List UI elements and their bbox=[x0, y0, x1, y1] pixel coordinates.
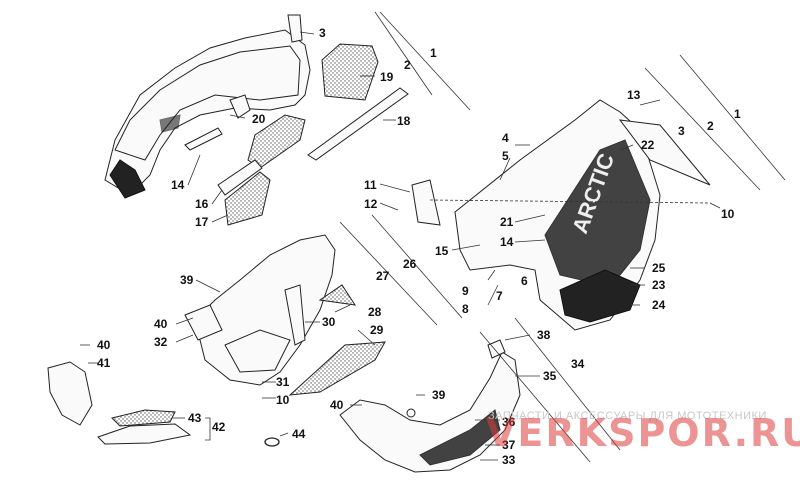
hood-assembly bbox=[104, 14, 311, 199]
callout-2: 2 bbox=[707, 119, 714, 133]
callout-33: 33 bbox=[502, 453, 516, 467]
part-29 bbox=[288, 341, 386, 396]
part-43a bbox=[111, 409, 176, 427]
callout-28: 28 bbox=[368, 305, 382, 319]
callout-11: 11 bbox=[364, 178, 377, 192]
callout-40: 40 bbox=[97, 338, 111, 352]
callout-35: 35 bbox=[543, 369, 557, 383]
callout-31: 31 bbox=[276, 375, 290, 389]
callout-37: 37 bbox=[502, 438, 516, 452]
callout-3: 3 bbox=[319, 26, 326, 40]
callout-18: 18 bbox=[397, 114, 411, 128]
bellypan-assembly bbox=[184, 234, 336, 386]
callout-9: 9 bbox=[462, 284, 469, 298]
callout-32: 32 bbox=[154, 335, 168, 349]
callout-39: 39 bbox=[432, 388, 446, 402]
callout-13: 13 bbox=[627, 88, 641, 102]
callout-21: 21 bbox=[500, 215, 514, 229]
callout-5: 5 bbox=[502, 149, 509, 163]
watermark: ЗАПЧАСТИ И АКСЕССУАРЫ ДЛЯ МОТОТЕХНИКИ VE… bbox=[486, 410, 800, 455]
callout-labels: 3 1 2 19 18 20 14 16 17 13 1 2 3 4 5 22 … bbox=[97, 26, 741, 467]
callout-8: 8 bbox=[462, 302, 469, 316]
callout-4: 4 bbox=[502, 131, 509, 145]
callout-26: 26 bbox=[403, 257, 417, 271]
part-28 bbox=[318, 284, 357, 306]
callout-38: 38 bbox=[537, 328, 551, 342]
callout-22: 22 bbox=[641, 138, 655, 152]
callout-40: 40 bbox=[154, 317, 168, 331]
watermark-tagline: ЗАПЧАСТИ И АКСЕССУАРЫ ДЛЯ МОТОТЕХНИКИ bbox=[488, 410, 767, 422]
callout-34: 34 bbox=[571, 357, 585, 371]
callout-24: 24 bbox=[652, 298, 666, 312]
callout-10: 10 bbox=[276, 393, 290, 407]
part-19 bbox=[321, 43, 379, 101]
callout-14: 14 bbox=[500, 235, 514, 249]
callout-39: 39 bbox=[180, 273, 194, 287]
callout-1: 1 bbox=[430, 46, 437, 60]
callout-16: 16 bbox=[195, 197, 209, 211]
part-41 bbox=[47, 361, 93, 426]
part-44-ring bbox=[264, 437, 280, 447]
callout-6: 6 bbox=[521, 274, 528, 288]
callout-29: 29 bbox=[370, 323, 384, 337]
part-39-rivet bbox=[406, 408, 416, 418]
part-18 bbox=[307, 87, 409, 161]
callout-10: 10 bbox=[721, 207, 735, 221]
part-16 bbox=[217, 159, 263, 196]
part-14a bbox=[184, 127, 223, 151]
callout-14: 14 bbox=[171, 178, 185, 192]
callout-23: 23 bbox=[652, 278, 666, 292]
part-17 bbox=[224, 171, 271, 226]
callout-20: 20 bbox=[252, 112, 266, 126]
callout-43: 43 bbox=[188, 411, 202, 425]
callout-44: 44 bbox=[292, 427, 306, 441]
callout-25: 25 bbox=[652, 261, 666, 275]
nose-assembly bbox=[339, 339, 521, 473]
callout-19: 19 bbox=[380, 70, 394, 84]
callout-15: 15 bbox=[435, 244, 449, 258]
watermark-brand: VERKSPOR.RU bbox=[486, 411, 800, 455]
callout-27: 27 bbox=[376, 269, 390, 283]
callout-3: 3 bbox=[678, 124, 685, 138]
callout-7: 7 bbox=[496, 289, 503, 303]
callout-41: 41 bbox=[97, 356, 111, 370]
callout-17: 17 bbox=[195, 215, 209, 229]
callout-2: 2 bbox=[404, 58, 411, 72]
callout-1: 1 bbox=[734, 107, 741, 121]
part-43b bbox=[97, 423, 192, 445]
side-panel-assembly bbox=[411, 99, 711, 331]
callout-30: 30 bbox=[322, 315, 336, 329]
callout-12: 12 bbox=[364, 197, 378, 211]
leader-lines bbox=[80, 11, 786, 463]
callout-42: 42 bbox=[212, 420, 226, 434]
part-20 bbox=[247, 114, 306, 169]
callout-36: 36 bbox=[502, 415, 516, 429]
callout-40: 40 bbox=[330, 398, 344, 412]
